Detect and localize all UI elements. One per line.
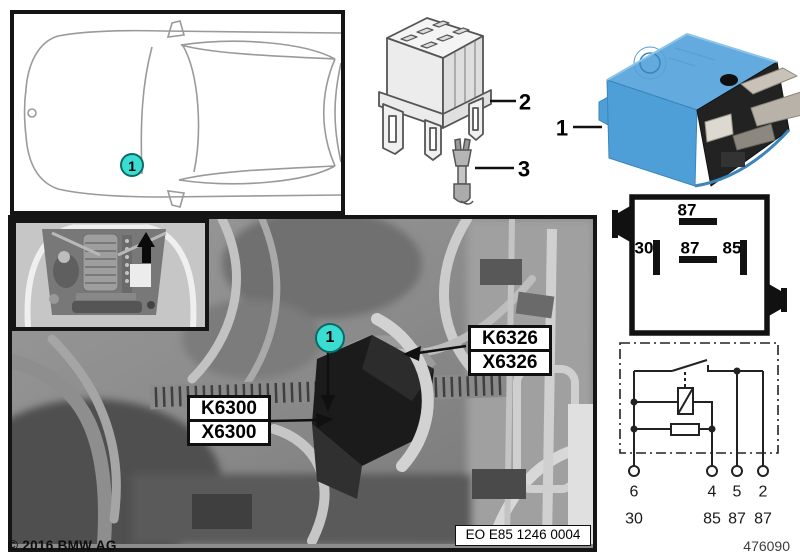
relay-pin-blade-top — [740, 67, 798, 95]
left-mirror — [166, 20, 186, 38]
left-arrow-icon — [403, 346, 421, 361]
car-callout-number: 1 — [128, 158, 136, 174]
relay-photo: 1 — [556, 33, 800, 188]
socket-mounting-legs — [382, 97, 484, 161]
schematic-junction-dots — [630, 367, 741, 433]
right-arrow-icon — [316, 413, 333, 428]
item1-number-label[interactable]: 1 — [556, 116, 568, 141]
label-b-leader-line — [270, 418, 319, 423]
schematic-terminal-names: 30 85 87 87 — [625, 511, 772, 528]
engine-bay-photo — [12, 219, 593, 544]
engine-overview-inset — [12, 219, 209, 331]
item2-number-label[interactable]: 2 — [519, 90, 531, 115]
relay-location-blob — [312, 313, 437, 499]
engine-details — [49, 231, 167, 313]
socket-code: X6300 — [187, 419, 271, 446]
bulkhead-structure — [192, 219, 593, 544]
car-location-panel: 1 — [10, 10, 345, 215]
pin-label-87-top: 87 — [678, 201, 697, 220]
drawing-number: 476090 — [743, 538, 790, 554]
socket-and-terminal-drawing: 2 3 — [378, 17, 531, 205]
terminal-name: 85 — [703, 511, 721, 528]
schematic-wires — [633, 359, 764, 466]
blue-relay-image — [598, 33, 800, 188]
socket-terminal-slots — [400, 20, 470, 49]
terminal-pin-sketch — [452, 138, 474, 205]
pin-box-left-tab — [612, 205, 632, 243]
car-outline — [23, 20, 341, 208]
pin-number: 2 — [759, 484, 768, 501]
pin-number: 5 — [733, 484, 742, 501]
terminal-name: 87 — [728, 511, 746, 528]
pin-label-30: 30 — [635, 239, 654, 258]
pin-number: 6 — [630, 484, 639, 501]
up-arrow-icon — [137, 232, 155, 263]
socket-code: X6326 — [468, 349, 552, 376]
relay-label-k6300: K6300 X6300 — [187, 395, 271, 446]
rear-window-line — [334, 62, 341, 163]
pin-slot-87-mid — [679, 256, 717, 263]
switch-blade — [671, 359, 708, 372]
windshield-front-edge — [140, 46, 153, 175]
location-photo-panel: 1 K6326 X6326 K6300 X6300 EO E85 1246 00… — [8, 215, 597, 552]
photo-callout-marker[interactable]: 1 — [315, 323, 345, 353]
schematic-pin-numbers: 6 4 5 2 — [630, 484, 768, 501]
pin-slot-85 — [740, 240, 747, 275]
right-side-window — [178, 165, 336, 185]
relay-code: K6300 — [187, 395, 271, 422]
circuit-schematic: 6 4 5 2 30 85 87 87 — [619, 342, 779, 528]
car-top-view-drawing: 1 — [23, 20, 341, 208]
pin-layout-diagram: 87 30 87 85 — [612, 194, 787, 336]
relay-label-k6326: K6326 X6326 — [468, 325, 552, 376]
engine-overview-drawing — [16, 223, 205, 327]
highlight-square — [130, 264, 151, 287]
photo-annotation-arrows — [270, 344, 467, 428]
terminal-name: 87 — [754, 511, 772, 528]
copyright-text: © 2016 BMW AG — [8, 538, 117, 553]
car-callout-marker[interactable]: 1 — [120, 153, 144, 177]
photo-caption: EO E85 1246 0004 — [455, 525, 591, 546]
relay-pin-blade-lower — [732, 123, 776, 151]
relay-pin-blade-right — [750, 91, 800, 127]
schematic-boundary — [619, 342, 779, 454]
pin-label-85: 85 — [723, 239, 742, 258]
relay-socket-sketch — [378, 17, 492, 161]
left-side-window — [180, 40, 336, 60]
windshield-rear-edge — [181, 43, 200, 173]
photo-callout-number: 1 — [325, 329, 335, 346]
down-arrow-icon — [321, 395, 335, 412]
hood-emblem-circle — [27, 108, 37, 118]
pin-number: 4 — [708, 484, 717, 501]
label-a-leader-line — [417, 344, 467, 355]
right-mirror — [166, 190, 186, 208]
wiring-harness-cables — [12, 219, 593, 544]
pin-slot-87-top — [679, 218, 717, 225]
terminal-name: 30 — [625, 511, 643, 528]
rear-deck-line — [323, 58, 336, 167]
relay-code: K6326 — [468, 325, 552, 352]
schematic-terminal-circles — [628, 465, 769, 477]
pin-label-87-mid: 87 — [681, 239, 700, 258]
resistor-symbol — [670, 423, 700, 436]
item3-number-label[interactable]: 3 — [518, 157, 530, 182]
pin-slot-30 — [653, 240, 660, 275]
pin-box-right-tab — [767, 283, 787, 317]
